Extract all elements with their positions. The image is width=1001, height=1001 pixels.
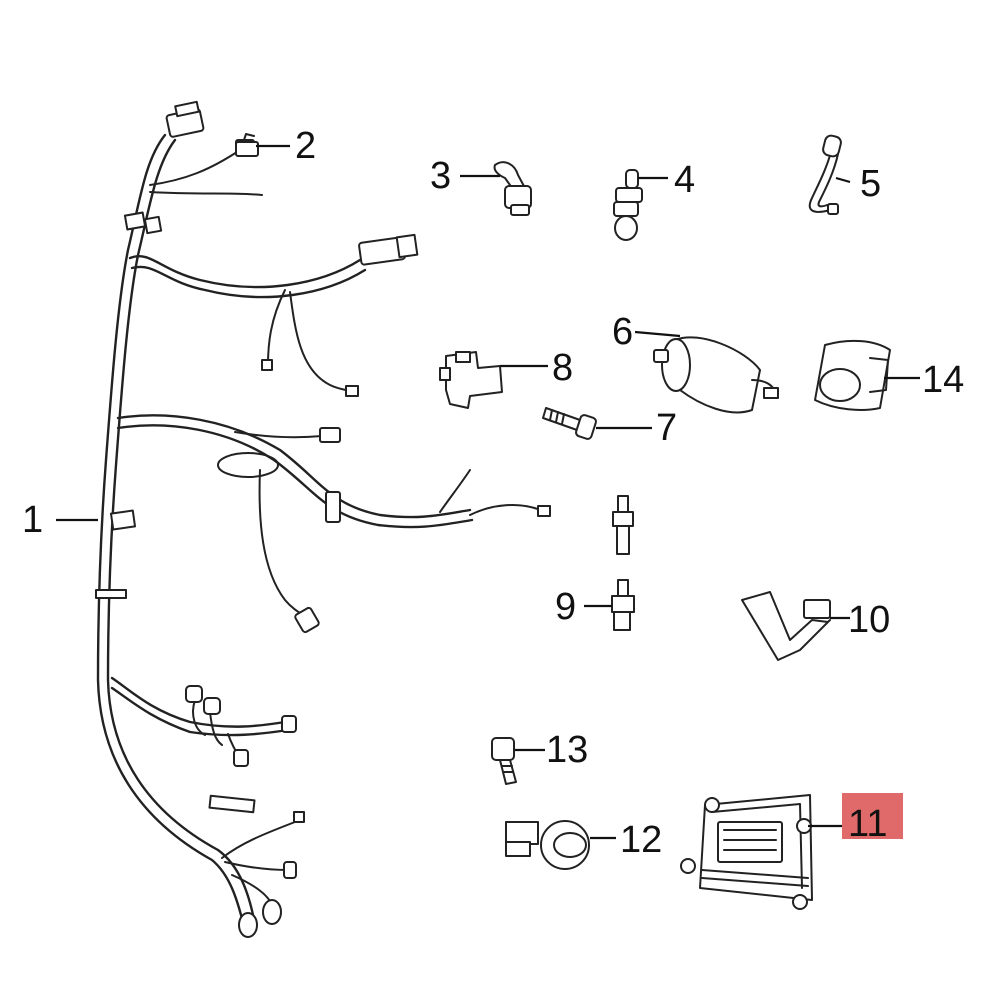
callout-3: 3 [430,155,451,197]
callout-8: 8 [552,347,573,389]
callout-11-highlight [842,793,903,839]
part-5-bent-tube[interactable] [808,134,842,215]
callout-14: 14 [922,359,964,401]
leader-lines [56,144,920,840]
part-10-bracket[interactable] [741,591,831,661]
part-3-sensor[interactable] [493,161,532,216]
callout-9: 9 [555,586,576,628]
callout-10: 10 [848,599,890,641]
callout-7: 7 [656,407,677,449]
part-13-bolt[interactable] [491,737,517,785]
callout-13: 13 [546,729,588,771]
part-7-bolt[interactable] [542,407,597,440]
part-12-knock-sensor[interactable] [505,820,590,870]
callout-5: 5 [860,163,881,205]
part-6-ignition-coil[interactable] [653,336,779,414]
callout-6: 6 [612,311,633,353]
callout-4: 4 [674,159,695,201]
part-8-bracket-sensor[interactable] [439,351,503,409]
callout-12: 12 [620,819,662,861]
part-1-wiring-harness[interactable] [95,100,551,938]
callout-11: 11 [848,803,887,845]
part-4-sensor[interactable] [613,169,643,241]
part-2-terminal-connector[interactable] [235,133,259,157]
part-11-ecu[interactable] [680,794,813,910]
callout-labels: 1 2 3 4 5 6 7 8 9 10 11 12 13 14 [22,125,964,861]
part-9-sensor-probe[interactable] [611,495,635,631]
callout-2: 2 [295,125,316,167]
callout-1: 1 [22,499,43,541]
part-14-clamp-sleeve[interactable] [814,339,891,411]
